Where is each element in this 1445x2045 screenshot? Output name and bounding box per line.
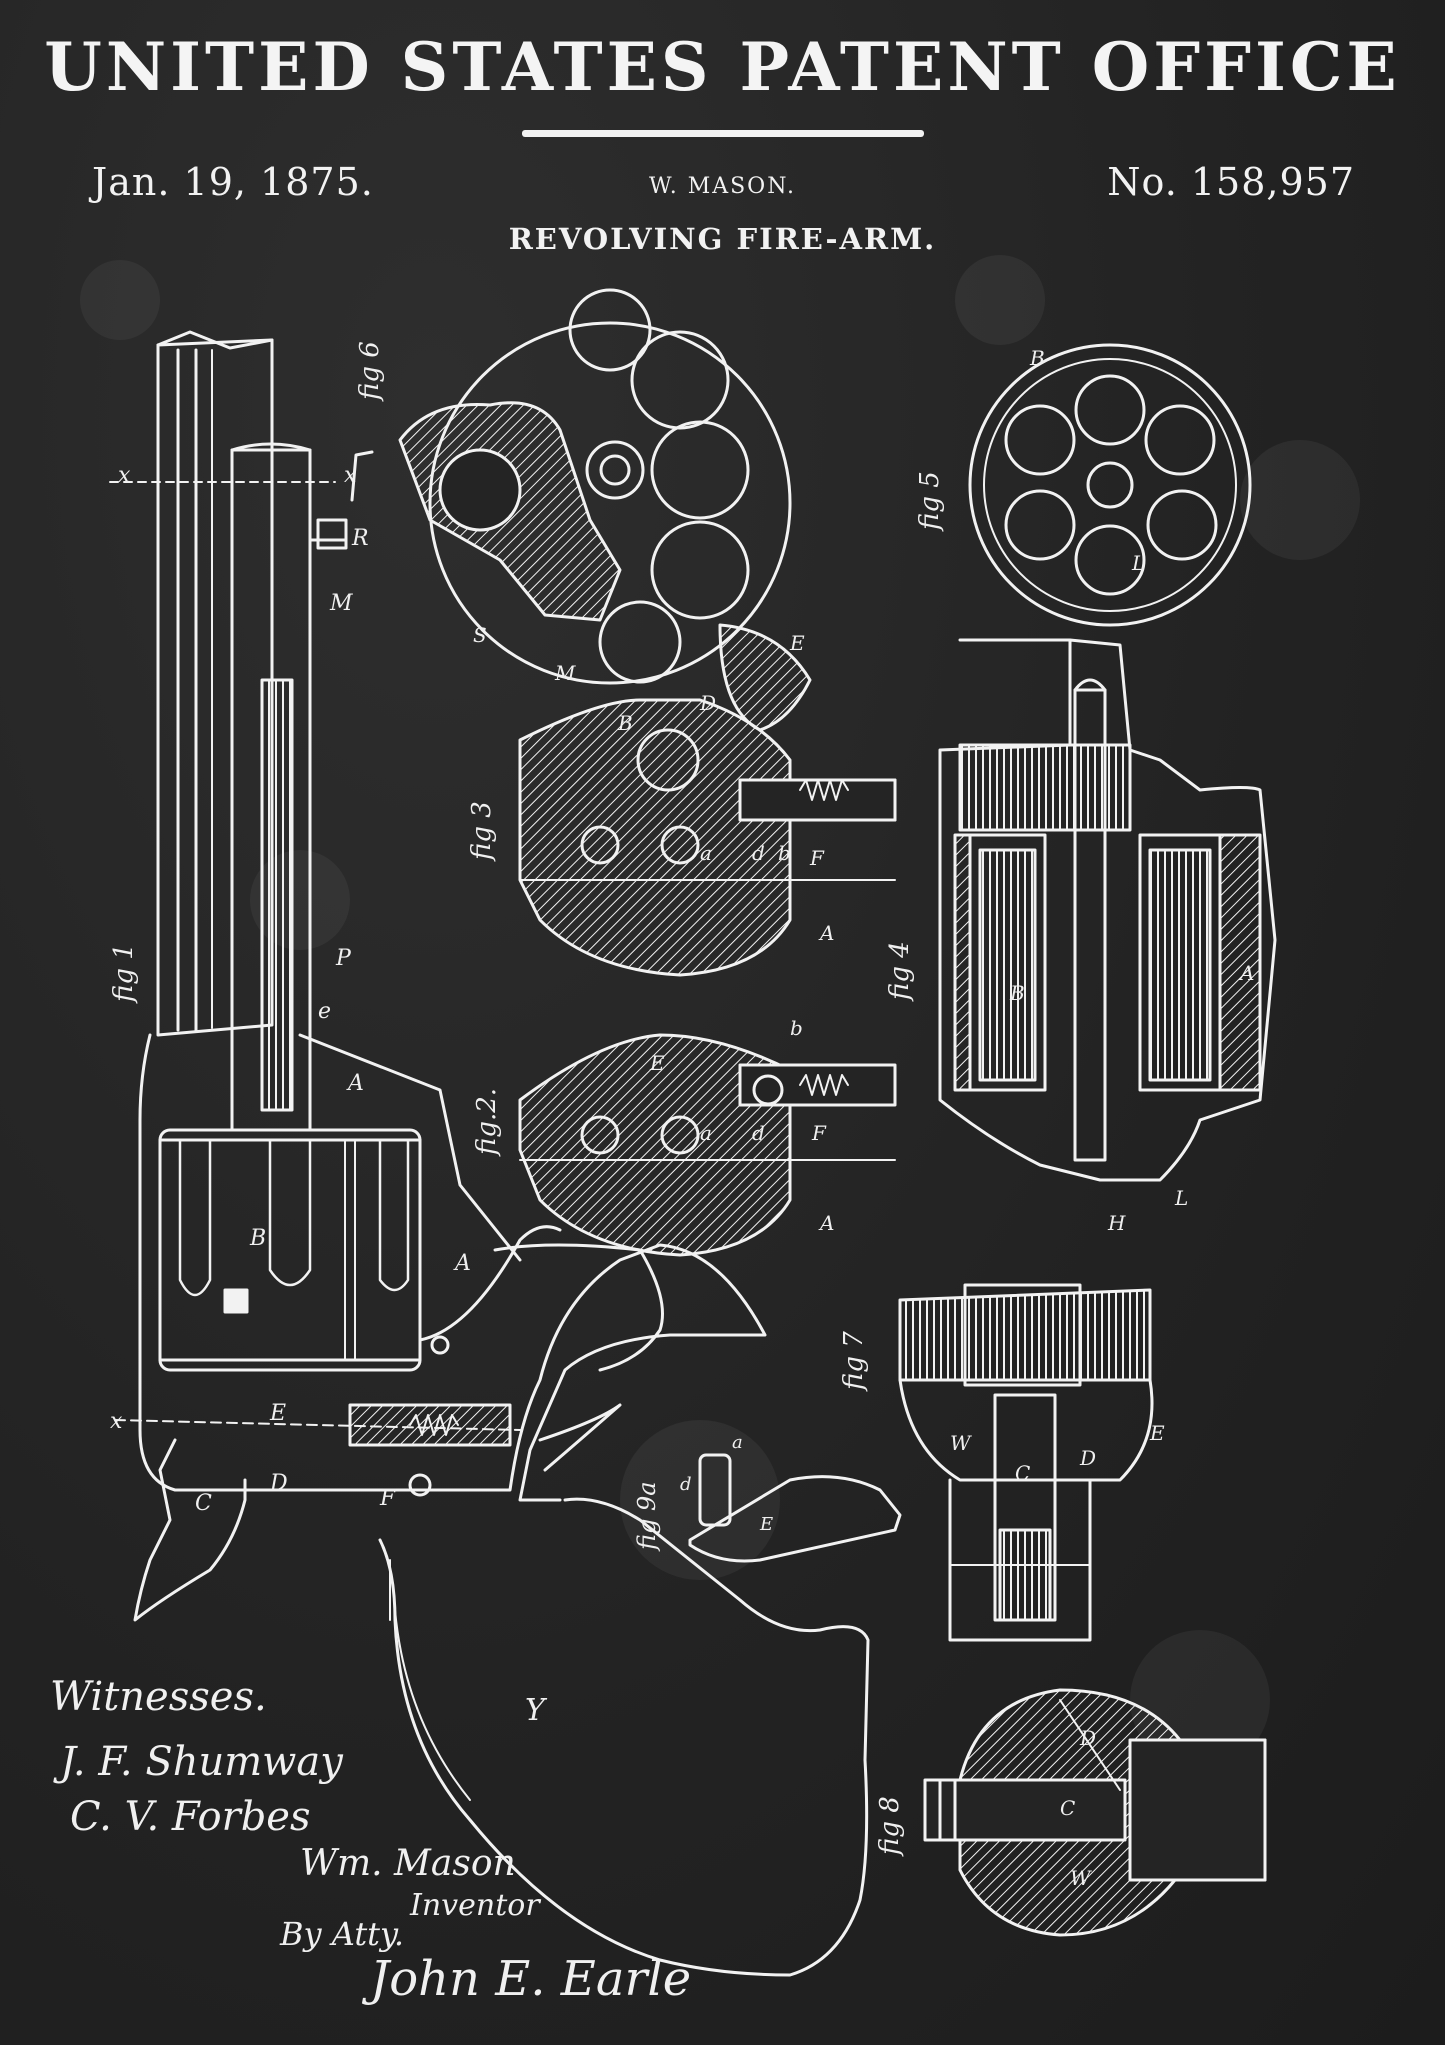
inventor-role: Inventor bbox=[409, 1888, 541, 1923]
svg-text:E: E bbox=[649, 1051, 665, 1075]
svg-text:D: D bbox=[269, 1471, 288, 1496]
title-divider bbox=[522, 130, 924, 137]
svg-text:F: F bbox=[809, 846, 825, 870]
svg-text:D: D bbox=[1079, 1446, 1096, 1470]
inventor-name: W. MASON. bbox=[648, 174, 797, 199]
svg-text:A: A bbox=[346, 1071, 364, 1096]
svg-text:L: L bbox=[1131, 551, 1145, 575]
svg-text:d: d bbox=[752, 841, 765, 865]
svg-text:A: A bbox=[818, 921, 834, 945]
svg-text:P: P bbox=[335, 946, 352, 971]
svg-text:M: M bbox=[329, 591, 353, 616]
svg-text:C: C bbox=[1015, 1461, 1030, 1485]
fig9a-letter-labels: a dE bbox=[680, 1432, 773, 1535]
svg-text:M: M bbox=[554, 661, 576, 685]
signature-block: Witnesses. J. F. Shumway C. V. Forbes Wm… bbox=[50, 1674, 691, 2007]
svg-text:R: R bbox=[351, 526, 369, 551]
patent-date: Jan. 19, 1875. bbox=[92, 160, 374, 204]
svg-text:D: D bbox=[1079, 1726, 1096, 1750]
fig6-label: fig 6 bbox=[355, 341, 385, 402]
fig1-label: fig 1 bbox=[109, 943, 139, 1004]
svg-text:d: d bbox=[752, 1121, 765, 1145]
svg-text:B: B bbox=[1029, 346, 1045, 370]
svg-text:F: F bbox=[811, 1121, 827, 1145]
fig9a-label: fig 9a bbox=[633, 1481, 661, 1552]
patent-number: No. 158,957 bbox=[1107, 160, 1355, 204]
svg-text:D: D bbox=[699, 691, 716, 715]
svg-text:B: B bbox=[249, 1226, 266, 1251]
svg-text:a: a bbox=[700, 1121, 712, 1145]
svg-text:A: A bbox=[818, 1211, 834, 1235]
svg-text:x: x bbox=[118, 463, 131, 488]
fig5-letter-labels: BL bbox=[1029, 346, 1145, 575]
svg-text:b: b bbox=[790, 1016, 803, 1040]
patent-subtitle: REVOLVING FIRE-ARM. bbox=[508, 222, 937, 256]
fig6-letter-labels: SM bbox=[473, 623, 576, 685]
svg-text:A: A bbox=[453, 1251, 471, 1276]
svg-text:B: B bbox=[1009, 981, 1025, 1005]
svg-text:Y: Y bbox=[525, 1693, 548, 1728]
svg-text:H: H bbox=[1107, 1211, 1126, 1235]
revolver-side-view bbox=[109, 330, 870, 1977]
fig3-cross-section bbox=[518, 623, 897, 977]
fig4-longitudinal-section bbox=[938, 638, 1277, 1182]
page-title: UNITED STATES PATENT OFFICE bbox=[44, 28, 1401, 106]
svg-text:e: e bbox=[318, 999, 331, 1024]
fig5-label: fig 5 bbox=[915, 471, 945, 532]
witnesses-heading: Witnesses. bbox=[50, 1674, 267, 1720]
svg-text:E: E bbox=[789, 631, 805, 655]
fig3-label: fig 3 bbox=[467, 801, 497, 862]
svg-text:b: b bbox=[778, 841, 791, 865]
fig2-letter-labels: Eb a d F A bbox=[649, 1016, 834, 1235]
attorney-signature: John E. Earle bbox=[361, 1951, 691, 2007]
fig7-label: fig 7 bbox=[839, 1331, 869, 1392]
svg-text:F: F bbox=[379, 1486, 396, 1511]
svg-text:a: a bbox=[700, 841, 712, 865]
fig2-cross-section bbox=[518, 1033, 897, 1257]
svg-text:A: A bbox=[1238, 961, 1254, 985]
inventor-signature: Wm. Mason bbox=[300, 1843, 516, 1884]
svg-text:B: B bbox=[617, 711, 633, 735]
svg-text:C: C bbox=[1060, 1796, 1075, 1820]
fig4-letter-labels: B A H L bbox=[1009, 961, 1254, 1235]
fig7-letter-labels: W C D E bbox=[950, 1421, 1165, 1485]
fig8-letter-labels: C W D bbox=[1060, 1726, 1096, 1890]
witness-signature-1: J. F. Shumway bbox=[53, 1739, 344, 1785]
svg-text:E: E bbox=[759, 1514, 773, 1535]
svg-text:d: d bbox=[680, 1474, 692, 1495]
svg-text:W: W bbox=[1070, 1866, 1092, 1890]
fig8-section-detail bbox=[923, 1688, 1267, 1937]
fig4-label: fig 4 bbox=[885, 941, 915, 1002]
fig2-label: fig.2. bbox=[472, 1088, 502, 1157]
svg-text:a: a bbox=[732, 1432, 743, 1453]
svg-text:x: x bbox=[110, 1409, 123, 1434]
fig5-cylinder-front-view bbox=[968, 343, 1252, 627]
witness-signature-2: C. V. Forbes bbox=[70, 1794, 311, 1840]
svg-text:E: E bbox=[269, 1401, 286, 1426]
svg-text:L: L bbox=[1174, 1186, 1188, 1210]
fig7-hammer-detail bbox=[898, 1283, 1154, 1642]
fig6-cylinder-end-view bbox=[350, 288, 792, 685]
svg-text:S: S bbox=[473, 623, 487, 647]
svg-text:C: C bbox=[195, 1491, 212, 1516]
fig9a-detail bbox=[688, 1453, 902, 1563]
svg-text:W: W bbox=[950, 1431, 972, 1455]
svg-text:E: E bbox=[1149, 1421, 1165, 1445]
by-attorney-label: By Atty. bbox=[279, 1915, 404, 1953]
fig8-label: fig 8 bbox=[875, 1796, 905, 1857]
